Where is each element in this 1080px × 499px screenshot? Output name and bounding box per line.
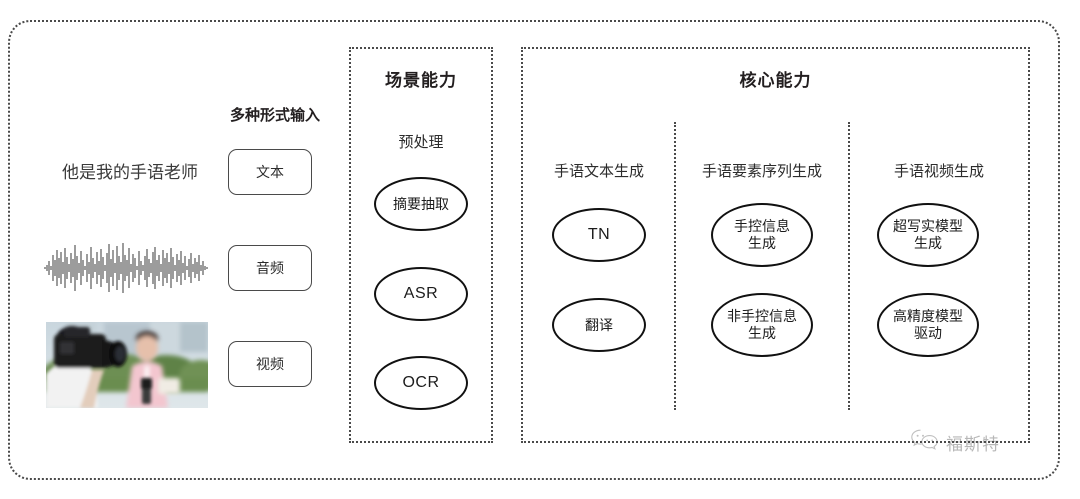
audio-waveform-icon [44, 240, 208, 296]
watermark-text: 福斯特 [946, 435, 1000, 454]
core-node-photorealistic-model-generation[interactable]: 超写实模型 生成 [877, 203, 979, 267]
core-column-divider-2 [848, 122, 850, 410]
core-node-high-precision-model-driving[interactable]: 高精度模型 驱动 [877, 293, 979, 357]
core-node-manual-information-generation[interactable]: 手控信息 生成 [711, 203, 813, 267]
core-group-label-sign-text-generation: 手语文本生成 [553, 163, 644, 180]
core-capability-title: 核心能力 [739, 71, 812, 90]
input-chip-text[interactable]: 文本 [228, 149, 312, 195]
scene-node-asr[interactable]: ASR [374, 267, 468, 321]
core-group-label-sign-video-generation: 手语视频生成 [893, 163, 984, 180]
core-node-translation[interactable]: 翻译 [552, 298, 646, 352]
input-sample-text: 他是我的手语老师 [62, 163, 198, 182]
diagram-outer-frame [8, 20, 1060, 480]
input-chip-audio[interactable]: 音频 [228, 245, 312, 291]
scene-capability-title: 场景能力 [385, 71, 457, 90]
input-chip-video[interactable]: 视频 [228, 341, 312, 387]
scene-group-label-preprocessing: 预处理 [398, 134, 444, 151]
scene-node-ocr[interactable]: OCR [374, 356, 468, 410]
core-node-non-manual-information-generation[interactable]: 非手控信息 生成 [711, 293, 813, 357]
wechat-icon [910, 428, 940, 457]
core-capability-panel [521, 47, 1030, 443]
core-group-label-sign-element-sequence-generation: 手语要素序列生成 [701, 163, 822, 180]
input-section-heading: 多种形式输入 [229, 107, 320, 124]
watermark: 福斯特 [910, 428, 1000, 457]
scene-capability-panel [349, 47, 493, 443]
scene-node-summary-extraction[interactable]: 摘要抽取 [374, 177, 468, 231]
video-thumbnail-icon [46, 322, 208, 408]
core-node-tn[interactable]: TN [552, 208, 646, 262]
core-column-divider-1 [674, 122, 676, 410]
